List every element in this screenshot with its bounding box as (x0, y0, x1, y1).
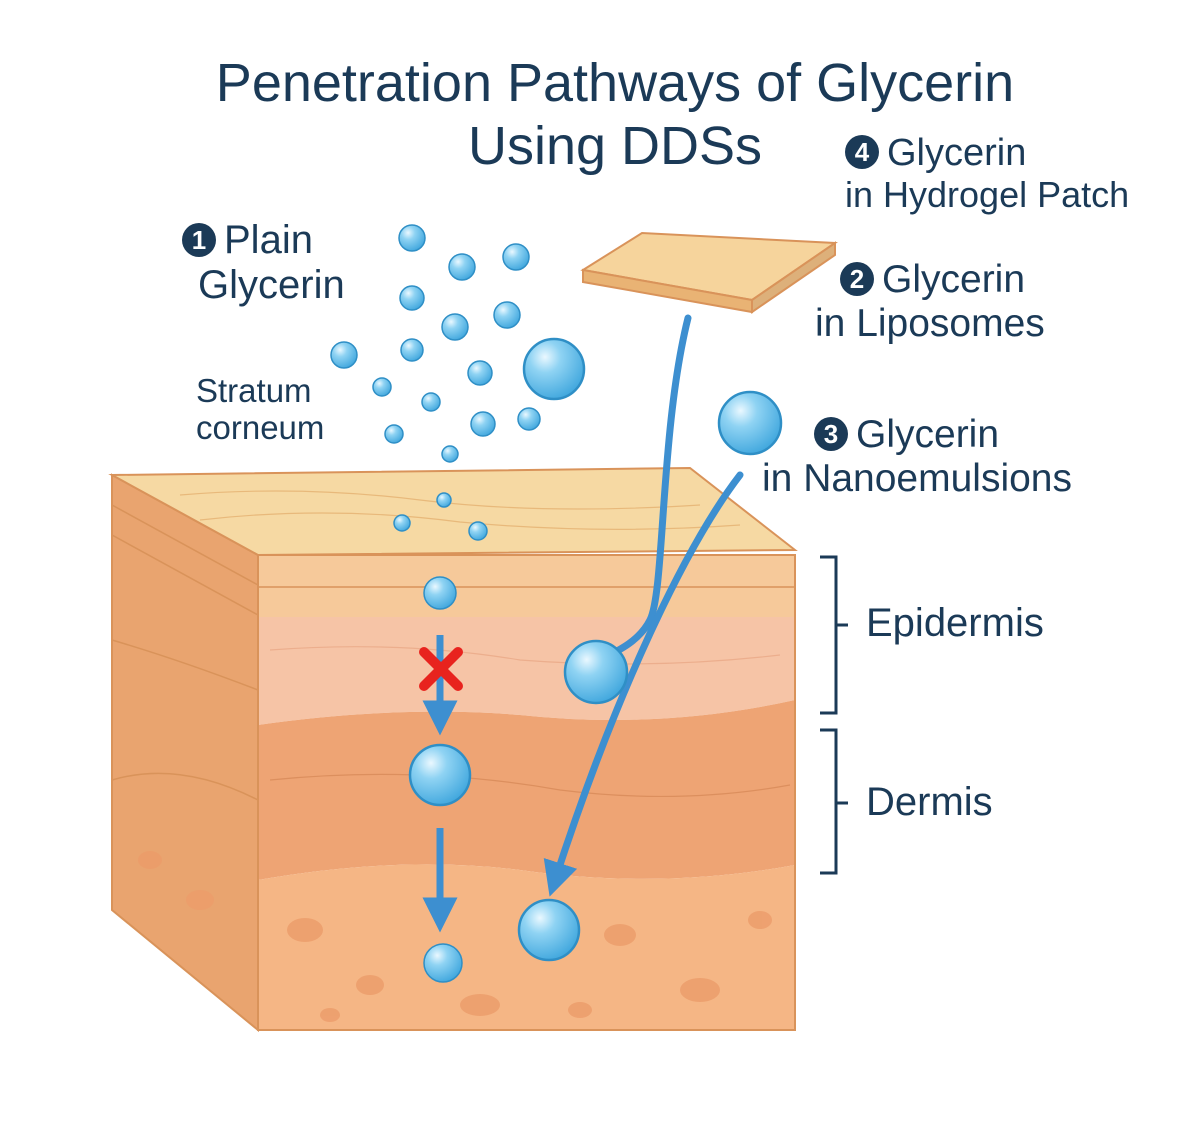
pathway-1-line-2: Glycerin (198, 262, 345, 307)
glycerin-droplet (467, 360, 493, 386)
glycerin-droplet (470, 411, 496, 437)
pathway-4-number-badge: 4 (845, 135, 879, 169)
epidermis-layer (258, 617, 795, 725)
skin-top-face (108, 466, 798, 557)
glycerin-droplet (399, 285, 425, 311)
epidermis-bracket (820, 555, 848, 715)
glycerin-droplet (441, 445, 459, 463)
stratum-label-line-2: corneum (196, 408, 325, 446)
fat-cells (138, 851, 772, 1022)
pathway-2-line-1: Glycerin (882, 258, 1026, 301)
diagram-title: Penetration Pathways of Glycerin Using D… (0, 52, 1179, 178)
pathway-3-line-2: in Nanoemulsions (762, 456, 1073, 500)
glycerin-droplet (330, 341, 358, 369)
glycerin-droplet (502, 243, 530, 271)
glycerin-droplet (563, 639, 629, 705)
glycerin-droplet (468, 521, 488, 541)
stratum-label-line-1: Stratum (196, 372, 312, 409)
skin-side-face (111, 473, 259, 1033)
glycerin-droplet (441, 313, 469, 341)
liposome-pathway-line (596, 314, 692, 664)
title-line-1: Penetration Pathways of Glycerin (215, 53, 1015, 113)
pathway-2-number-badge: 2 (840, 262, 874, 296)
pathway-2-line-2: in Liposomes (815, 301, 1045, 345)
epidermis-label: Epidermis (866, 601, 1044, 645)
pathway-4-line-1: Glycerin (887, 132, 1027, 174)
glycerin-droplet (517, 898, 581, 962)
glycerin-droplet (717, 390, 783, 456)
title-line-2: Using DDSs (467, 116, 763, 177)
glycerin-droplet (398, 224, 426, 252)
stratum-corneum-layer (258, 555, 795, 617)
glycerin-droplet (400, 338, 424, 362)
glycerin-droplet (423, 576, 457, 610)
glycerin-droplet (436, 492, 452, 508)
pathway-3-number-badge: 3 (814, 417, 848, 451)
glycerin-droplet (372, 377, 392, 397)
hydrogel-patch (580, 231, 838, 314)
glycerin-droplet (393, 514, 411, 532)
skin-block (108, 466, 798, 1033)
glycerin-droplet (408, 743, 472, 807)
glycerin-droplet (522, 337, 586, 401)
pathway-3-line-1: Glycerin (856, 413, 1000, 456)
glycerin-droplet (493, 301, 521, 329)
pathway-1-number-badge: 1 (182, 223, 216, 257)
dermis-label: Dermis (866, 780, 993, 824)
nanoemulsion-pathway-arrow (543, 471, 744, 897)
glycerin-droplet (421, 392, 441, 412)
glycerin-droplets (330, 224, 783, 983)
glycerin-droplet (423, 943, 463, 983)
pathway-1-line-1: Plain (224, 218, 313, 262)
dermis-bracket (820, 728, 848, 875)
stratum-corneum-label: Stratum corneum (196, 372, 325, 447)
glycerin-droplet (384, 424, 404, 444)
pathway-4-line-2: in Hydrogel Patch (845, 173, 1130, 215)
dermis-layer (258, 700, 795, 880)
blocked-x-icon (419, 647, 463, 691)
glycerin-droplet (448, 253, 476, 281)
glycerin-droplet (517, 407, 541, 431)
